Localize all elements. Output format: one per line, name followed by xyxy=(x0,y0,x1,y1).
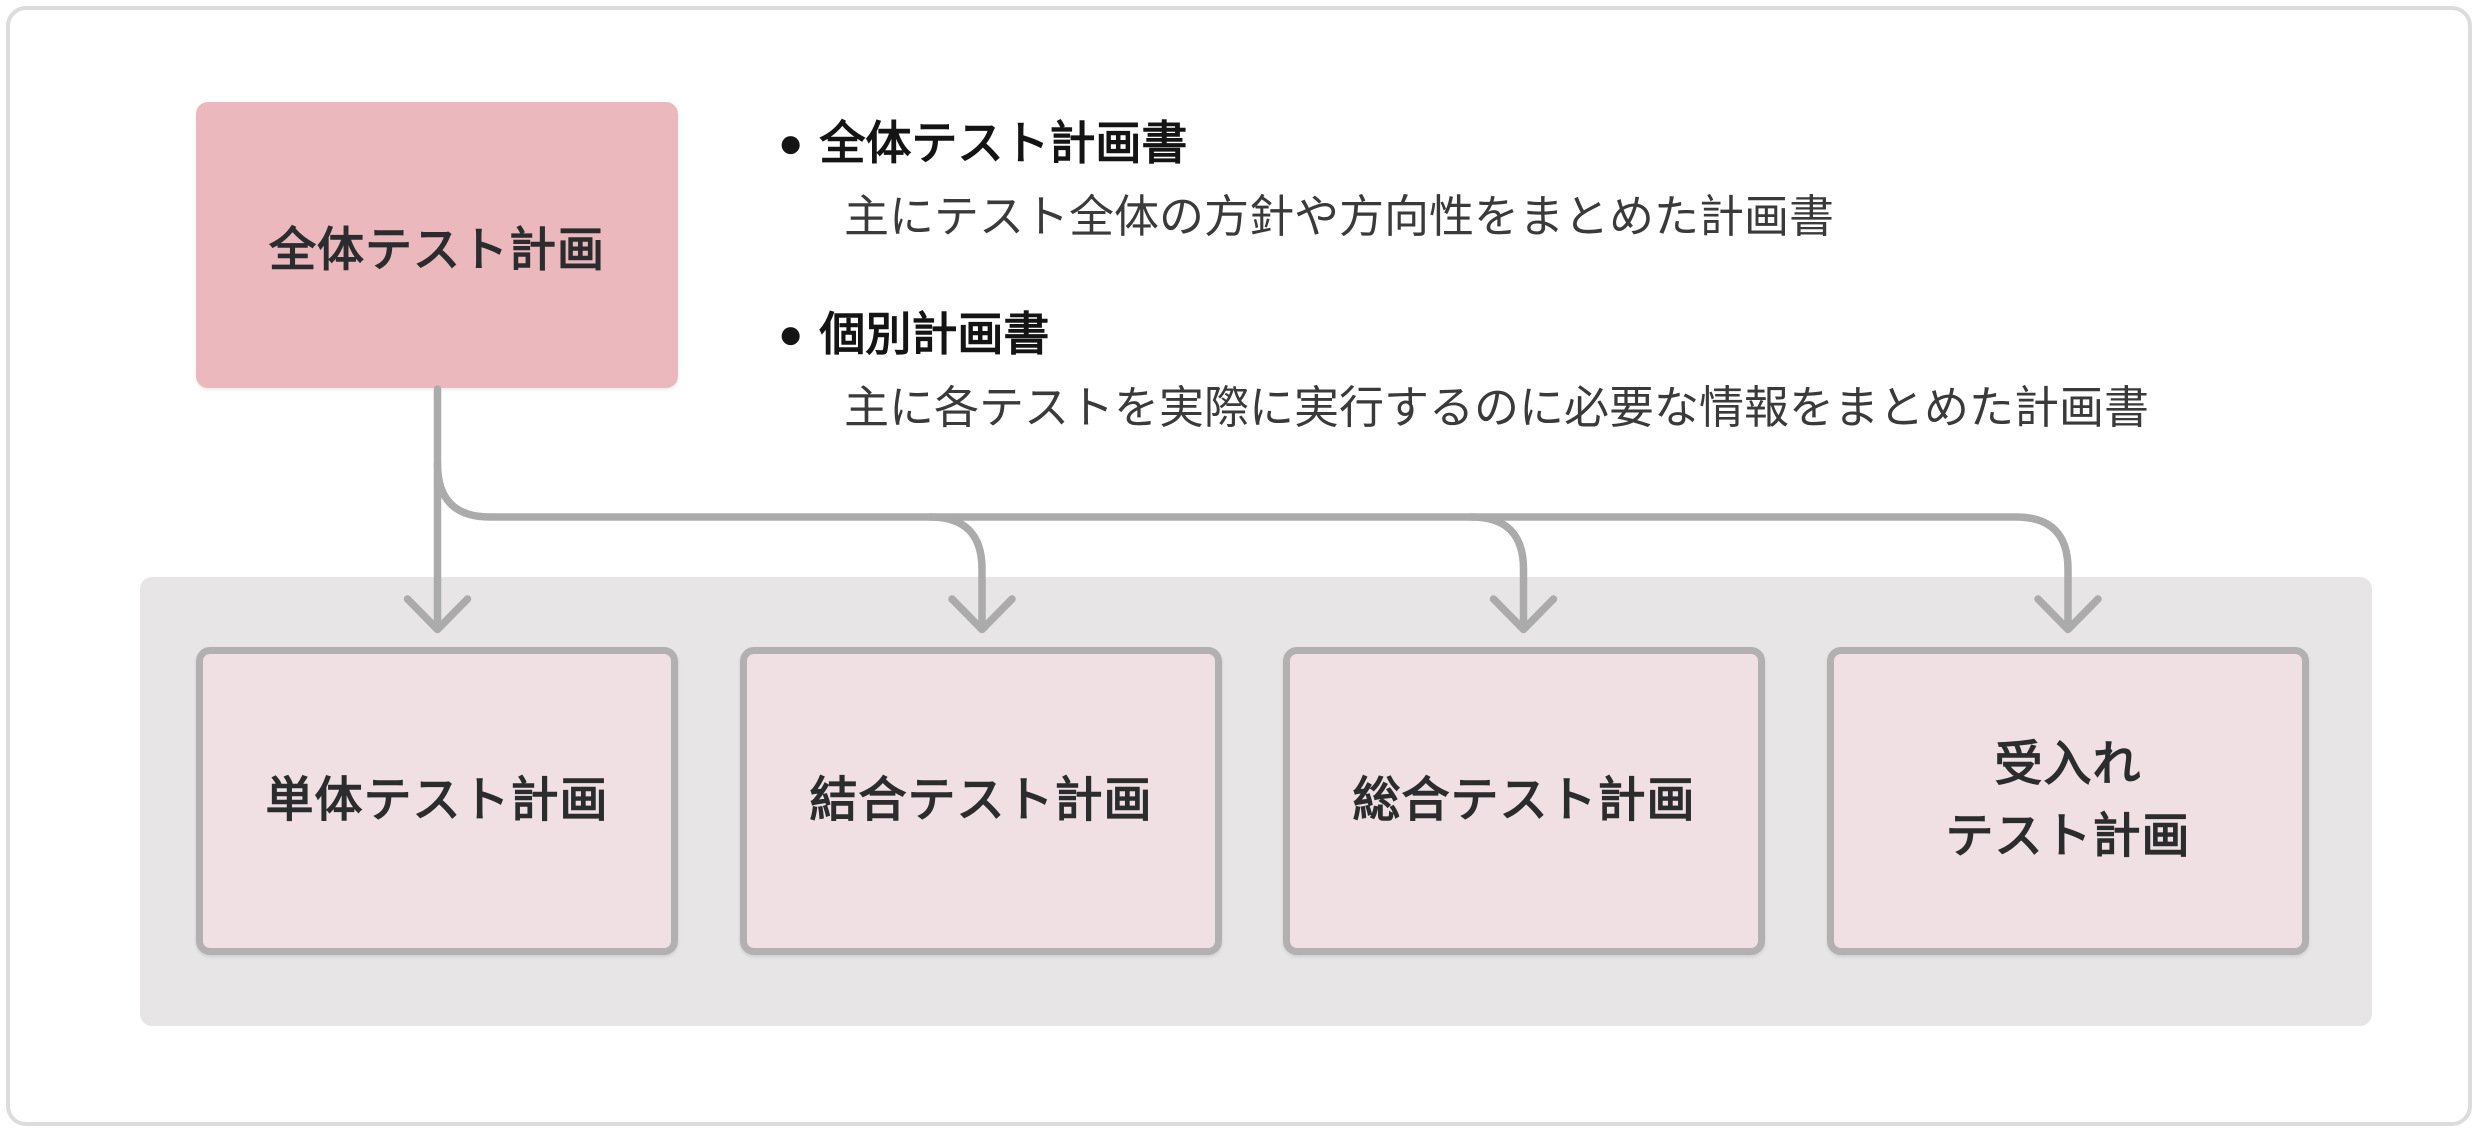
bullet-icon: ● xyxy=(778,310,804,357)
root-box-label: 全体テスト計画 xyxy=(269,222,605,276)
legend-description: 主に各テストを実際に実行するのに必要な情報をまとめた計画書 xyxy=(844,382,2150,433)
legend-heading-row: ● 全体テスト計画書 xyxy=(778,112,2338,174)
child-box-label: 総合テスト計画 xyxy=(1352,774,1696,827)
legend: ● 全体テスト計画書 主にテスト全体の方針や方向性をまとめた計画書 ● 個別計画… xyxy=(778,112,2338,438)
legend-item-overall-plan: ● 全体テスト計画書 主にテスト全体の方針や方向性をまとめた計画書 xyxy=(778,112,2338,247)
legend-heading: 個別計画書 xyxy=(819,308,1050,360)
child-box-label: 単体テスト計画 xyxy=(265,774,609,827)
child-box-acceptance-test-plan: 受入れ テスト計画 xyxy=(1827,647,2309,955)
child-box-label: 結合テスト計画 xyxy=(809,774,1153,827)
legend-description: 主にテスト全体の方針や方向性をまとめた計画書 xyxy=(844,191,1835,242)
legend-heading: 全体テスト計画書 xyxy=(819,117,1188,169)
legend-item-individual-plan: ● 個別計画書 主に各テストを実際に実行するのに必要な情報をまとめた計画書 xyxy=(778,303,2338,438)
child-box-unit-test-plan: 単体テスト計画 xyxy=(196,647,678,955)
root-box-overall-test-plan: 全体テスト計画 xyxy=(196,102,678,388)
bullet-icon: ● xyxy=(778,119,804,166)
legend-heading-row: ● 個別計画書 xyxy=(778,303,2338,365)
child-box-system-test-plan: 総合テスト計画 xyxy=(1283,647,1765,955)
child-box-integration-test-plan: 結合テスト計画 xyxy=(740,647,1222,955)
child-box-label: 受入れ テスト計画 xyxy=(1945,738,2191,863)
